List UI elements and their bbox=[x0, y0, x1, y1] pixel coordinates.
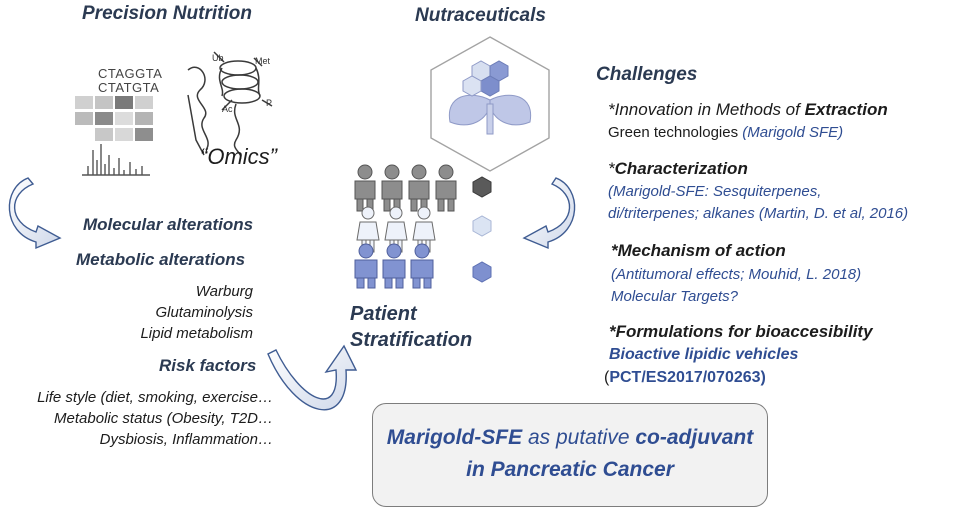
conclusion-line-1: Marigold-SFE as putative co-adjuvant bbox=[373, 426, 767, 450]
conclusion-as-putative: as putative bbox=[522, 426, 636, 449]
risk-factor-item: Dysbiosis, Inflammation… bbox=[99, 431, 273, 448]
nutraceuticals-title: Nutraceuticals bbox=[415, 5, 546, 26]
protein-label-ub: Ub bbox=[212, 53, 224, 63]
curved-arrow-up-icon bbox=[267, 344, 358, 411]
gel-blot-icon bbox=[75, 96, 153, 141]
omics-label: “Omics” bbox=[200, 144, 277, 169]
metabolic-alterations-heading: Metabolic alterations bbox=[76, 250, 246, 269]
curved-arrow-left-icon bbox=[8, 177, 62, 250]
risk-factor-item: Life style (diet, smoking, exercise… bbox=[37, 389, 273, 406]
conclusion-co-adjuvant: co-adjuvant bbox=[635, 426, 754, 449]
challenge-extraction-title: *Innovation in Methods of Extraction bbox=[608, 100, 888, 120]
green-technologies-text: Green technologies bbox=[608, 124, 743, 141]
risk-factor-item: Metabolic status (Obesity, T2D… bbox=[54, 410, 273, 427]
patent-open-paren: ( bbox=[604, 369, 610, 386]
challenge-formulations-title: *Formulations for bioaccesibility bbox=[609, 322, 873, 341]
curved-arrow-right-icon bbox=[522, 177, 576, 250]
plant-hexagon-icon bbox=[430, 36, 550, 172]
protein-structure-icon bbox=[187, 51, 273, 161]
patient-stratification-line1: Patient bbox=[350, 303, 417, 325]
formulations-detail-1: Bioactive lipidic vehicles bbox=[609, 346, 799, 363]
protein-label-p: P bbox=[266, 98, 273, 108]
protein-label-met: Met bbox=[255, 56, 271, 66]
molecular-alterations-heading: Molecular alterations bbox=[83, 215, 254, 234]
dna-sequence-bottom: CTATGTA bbox=[98, 80, 160, 95]
conclusion-box: Marigold-SFE as putative co-adjuvant in … bbox=[372, 403, 768, 507]
patient-stratification-line2: Stratification bbox=[350, 329, 473, 351]
conclusion-marigold: Marigold-SFE bbox=[386, 426, 523, 449]
challenge-extraction-bold: Extraction bbox=[804, 100, 888, 119]
mechanism-detail-2: Molecular Targets? bbox=[611, 288, 739, 305]
mechanism-detail-1: (Antitumoral effects; Mouhid, L. 2018) bbox=[611, 266, 862, 283]
challenge-extraction-prefix: *Innovation in Methods of bbox=[608, 100, 805, 119]
challenge-extraction-detail: Green technologies (Marigold SFE) bbox=[608, 124, 843, 141]
metabolic-item: Warburg bbox=[195, 283, 253, 300]
characterization-detail-1: (Marigold-SFE: Sesquiterpenes, bbox=[608, 183, 822, 200]
metabolic-item: Lipid metabolism bbox=[140, 325, 253, 342]
marigold-sfe-note: (Marigold SFE) bbox=[742, 124, 844, 141]
challenge-mechanism-title: *Mechanism of action bbox=[611, 241, 786, 260]
challenge-characterization-bold: Characterization bbox=[614, 159, 748, 178]
patent-number: PCT/ES2017/070263) bbox=[609, 369, 766, 386]
metabolic-item: Glutaminolysis bbox=[155, 304, 253, 321]
characterization-detail-2: di/triterpenes; alkanes (Martin, D. et a… bbox=[608, 205, 909, 222]
patient-group-icon bbox=[354, 164, 457, 289]
challenges-title: Challenges bbox=[596, 64, 698, 85]
mass-spectrum-icon bbox=[82, 144, 150, 176]
protein-label-ac: Ac bbox=[222, 104, 233, 114]
risk-factors-heading: Risk factors bbox=[159, 356, 257, 375]
hexagon-marker-dark bbox=[472, 176, 492, 198]
formulations-detail-2: (PCT/ES2017/070263) bbox=[604, 369, 766, 387]
precision-nutrition-title: Precision Nutrition bbox=[82, 3, 252, 24]
dna-sequence-top: CTAGGTA bbox=[98, 66, 163, 81]
challenge-characterization-prefix: * bbox=[608, 159, 615, 178]
hexagon-marker-blue bbox=[472, 261, 492, 283]
challenge-characterization-title: *Characterization bbox=[608, 159, 748, 179]
hexagon-marker-light bbox=[472, 215, 492, 237]
conclusion-line-2: in Pancreatic Cancer bbox=[466, 458, 674, 481]
